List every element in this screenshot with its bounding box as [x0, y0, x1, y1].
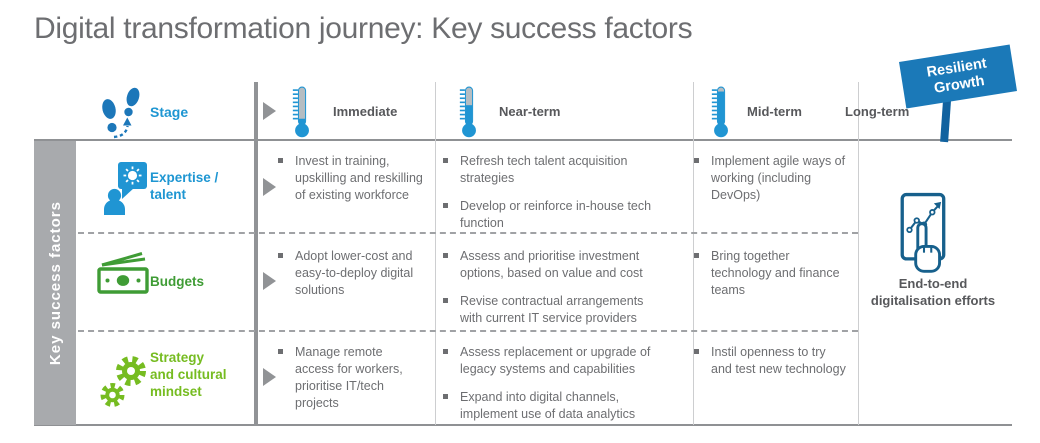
bullet-text: Bring together technology and finance te…: [711, 249, 840, 297]
column-header-long-term: Long-term: [845, 104, 910, 119]
bullet-text: Develop or reinforce in-house tech funct…: [460, 199, 652, 230]
bullet-text: Invest in training, upskilling and reski…: [295, 154, 423, 202]
bullet-square-icon: [278, 253, 283, 258]
row-label-expertise-talent: Expertise / talent: [150, 170, 219, 202]
bullet-item: Develop or reinforce in-house tech funct…: [443, 198, 669, 232]
row-divider-dashed-2: [78, 330, 858, 332]
cell-strategy-near-term: Assess replacement or upgrade of legacy …: [443, 344, 669, 434]
arrow-right-icon: [263, 178, 276, 196]
row-divider-dashed-1: [78, 232, 858, 234]
bullet-item: Instil openness to try and test new tech…: [694, 344, 846, 378]
stage-header-label: Stage: [150, 104, 189, 120]
stage-divider-bar: [254, 82, 258, 426]
touchscreen-chart-icon: [900, 192, 946, 273]
cell-expertise-mid-term: Implement agile ways of working (includi…: [694, 153, 846, 215]
bullet-square-icon: [443, 349, 448, 354]
bullet-text: Adopt lower-cost and easy-to-deploy digi…: [295, 249, 414, 297]
thermometer-high-icon: [711, 86, 728, 138]
bullet-square-icon: [443, 158, 448, 163]
arrow-right-icon: [263, 272, 276, 290]
bullet-item: Invest in training, upskilling and reski…: [278, 153, 424, 204]
cell-strategy-mid-term: Instil openness to try and test new tech…: [694, 344, 846, 389]
cell-expertise-near-term: Refresh tech talent acquisition strategi…: [443, 153, 669, 243]
bullet-square-icon: [443, 203, 448, 208]
thermometer-medium-icon: [459, 86, 476, 138]
bullet-item: Adopt lower-cost and easy-to-deploy digi…: [278, 248, 424, 299]
column-header-near-term: Near-term: [499, 104, 561, 119]
bullet-item: Bring together technology and finance te…: [694, 248, 846, 299]
bullet-square-icon: [443, 298, 448, 303]
bullet-square-icon: [694, 158, 699, 163]
footprints-icon: [102, 87, 140, 139]
thermo-fill: [717, 91, 725, 128]
person-idea-icon: [104, 162, 147, 215]
key-success-factors-sidebar: Key success factors: [34, 141, 76, 425]
thermo-fill: [465, 105, 473, 128]
cell-strategy-immediate: Manage remote access for workers, priori…: [278, 344, 424, 423]
bullet-square-icon: [443, 394, 448, 399]
banknote-icon: [97, 252, 149, 294]
bullet-text: Implement agile ways of working (includi…: [711, 154, 846, 202]
bullet-text: Refresh tech talent acquisition strategi…: [460, 154, 628, 185]
bullet-square-icon: [694, 349, 699, 354]
bullet-text: Assess and prioritise investment options…: [460, 249, 643, 280]
page-title: Digital transformation journey: Key succ…: [34, 12, 693, 45]
bullet-item: Expand into digital channels, implement …: [443, 389, 669, 423]
bullet-text: Revise contractual arrangements with cur…: [460, 294, 644, 325]
column-header-mid-term: Mid-term: [747, 104, 802, 119]
column-header-immediate: Immediate: [333, 104, 398, 119]
bullet-item: Assess and prioritise investment options…: [443, 248, 669, 282]
bullet-square-icon: [694, 253, 699, 258]
bullet-item: Implement agile ways of working (includi…: [694, 153, 846, 204]
arrow-right-icon: [263, 368, 276, 386]
header-divider-line: [34, 139, 1012, 141]
column-divider-3: [858, 82, 859, 425]
row-label-budgets: Budgets: [150, 274, 204, 289]
thermometer-low-icon: [292, 86, 309, 138]
bullet-text: Manage remote access for workers, priori…: [295, 345, 403, 410]
bullet-square-icon: [278, 158, 283, 163]
cell-budgets-near-term: Assess and prioritise investment options…: [443, 248, 669, 338]
bullet-item: Revise contractual arrangements with cur…: [443, 293, 669, 327]
column-divider-2: [693, 82, 694, 425]
bullet-square-icon: [278, 349, 283, 354]
resilient-growth-sign: Resilient Growth: [899, 44, 1017, 109]
bullet-text: Instil openness to try and test new tech…: [711, 345, 846, 376]
sidebar-label: Key success factors: [46, 200, 64, 366]
cell-budgets-mid-term: Bring together technology and finance te…: [694, 248, 846, 310]
bullet-text: Expand into digital channels, implement …: [460, 390, 636, 421]
bullet-square-icon: [443, 253, 448, 258]
long-term-outcome-label: End-to-end digitalisation efforts: [870, 276, 996, 308]
cell-budgets-immediate: Adopt lower-cost and easy-to-deploy digi…: [278, 248, 424, 310]
bottom-border-line: [34, 424, 1012, 426]
bullet-text: Assess replacement or upgrade of legacy …: [460, 345, 651, 376]
gears-icon: [100, 356, 146, 407]
cell-expertise-immediate: Invest in training, upskilling and reski…: [278, 153, 424, 215]
bullet-item: Assess replacement or upgrade of legacy …: [443, 344, 669, 378]
row-label-strategy-mindset: Strategy and cultural mindset: [150, 350, 227, 399]
column-divider-1: [435, 82, 436, 425]
arrow-right-icon: [263, 102, 276, 120]
bullet-item: Manage remote access for workers, priori…: [278, 344, 424, 412]
bullet-item: Refresh tech talent acquisition strategi…: [443, 153, 669, 187]
